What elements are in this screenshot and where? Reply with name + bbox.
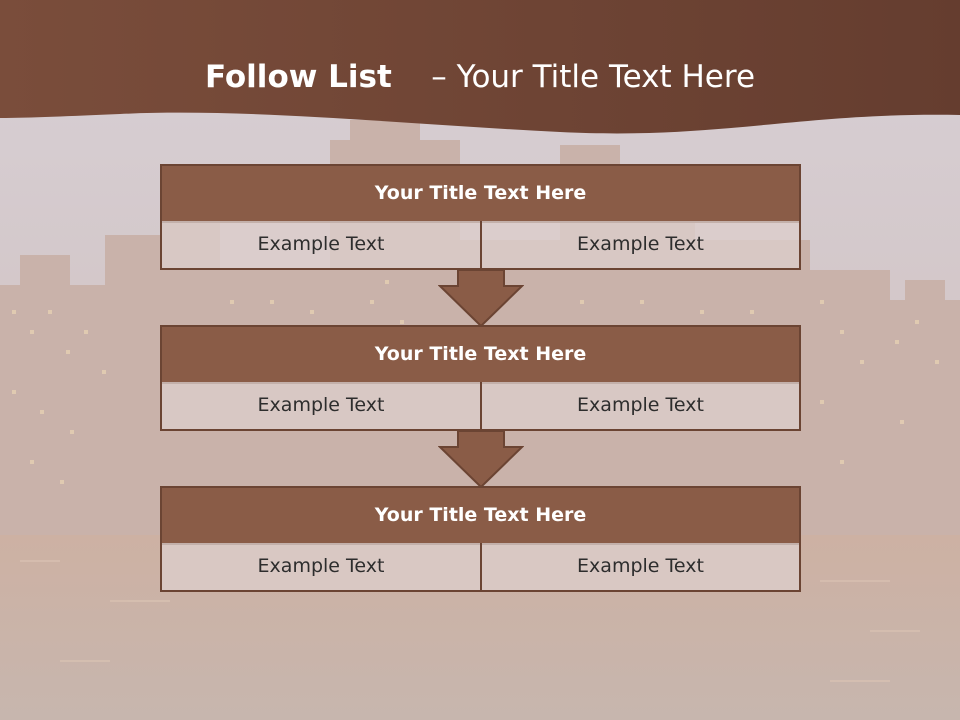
slide-title-rest: – Your Title Text Here [431,59,756,95]
stage-header: Your Title Text Here [160,325,801,384]
stage-3: Your Title Text Here Example Text Exampl… [160,486,801,592]
stage-cell-right: Example Text [480,221,801,270]
stage-cell-right: Example Text [480,382,801,431]
stage-2: Your Title Text Here Example Text Exampl… [160,325,801,431]
stage-cell-left: Example Text [160,543,482,592]
stage-cell-right: Example Text [480,543,801,592]
slide-title: Follow List – Your Title Text Here [0,52,960,102]
stage-cell-left: Example Text [160,221,482,270]
stage-cell-left: Example Text [160,382,482,431]
down-arrow-icon [438,270,524,328]
slide-title-bold: Follow List [204,59,392,95]
stage-header: Your Title Text Here [160,486,801,545]
stage-1: Your Title Text Here Example Text Exampl… [160,164,801,270]
header-wave-band [0,0,960,134]
stage-header: Your Title Text Here [160,164,801,223]
down-arrow-icon [438,431,524,489]
